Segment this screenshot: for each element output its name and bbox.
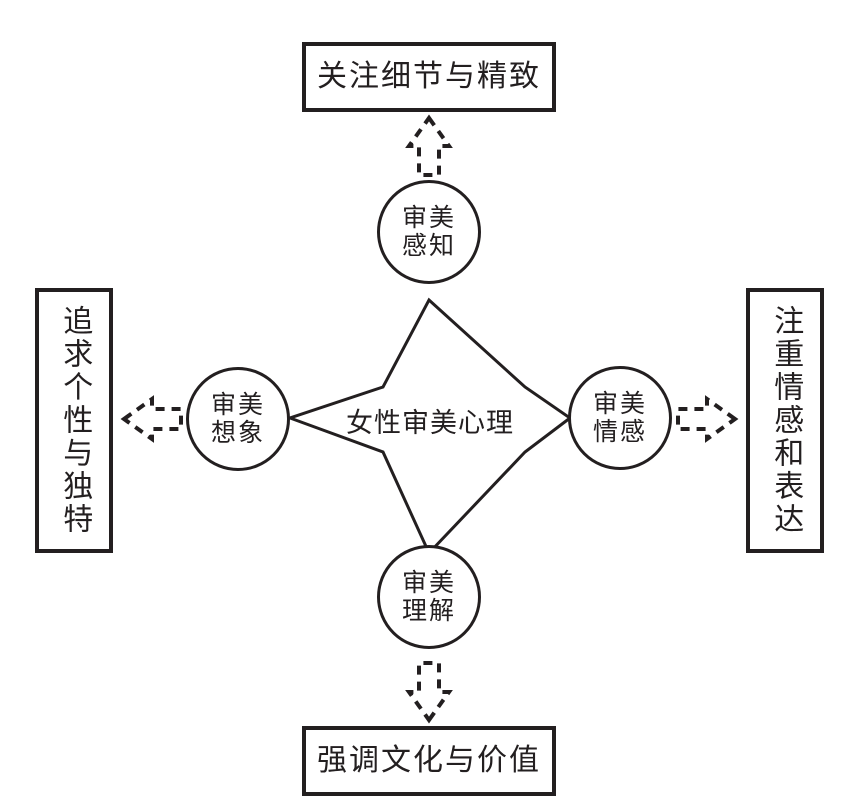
outcome-label-detail: 关注细节与精致 [317,58,541,94]
node-circle-emotion[interactable]: 审美 情感 [568,366,672,470]
node-label-line2: 情感 [592,417,647,446]
node-label-line2: 感知 [401,231,456,260]
node-label-line1: 审美 [210,390,265,419]
outcome-box-detail[interactable]: 关注细节与精致 [302,42,556,112]
node-label-line2: 想象 [210,418,265,447]
outcome-label-expression: 注重情感和表达 [768,305,804,536]
center-label: 女性审美心理 [346,407,514,439]
node-label-line1: 审美 [592,389,647,418]
node-circle-perception[interactable]: 审美 感知 [377,180,481,284]
node-label-line2: 理解 [401,596,456,625]
outcome-box-culture[interactable]: 强调文化与价值 [302,726,556,796]
outcome-label-culture: 强调文化与价值 [317,742,541,778]
arrow-left-shape [120,395,183,443]
outcome-box-individuality[interactable]: 追求个性与独特 [35,288,113,553]
node-label-line1: 审美 [401,203,456,232]
outcome-label-individuality: 追求个性与独特 [57,305,93,536]
node-label-line1: 审美 [401,568,456,597]
outcome-box-expression[interactable]: 注重情感和表达 [746,288,824,553]
arrow-up-shape [405,114,453,177]
arrow-down-shape [405,661,453,724]
arrow-right-shape [676,395,739,443]
node-circle-understanding[interactable]: 审美 理解 [377,545,481,649]
node-circle-imagination[interactable]: 审美 想象 [186,367,290,471]
